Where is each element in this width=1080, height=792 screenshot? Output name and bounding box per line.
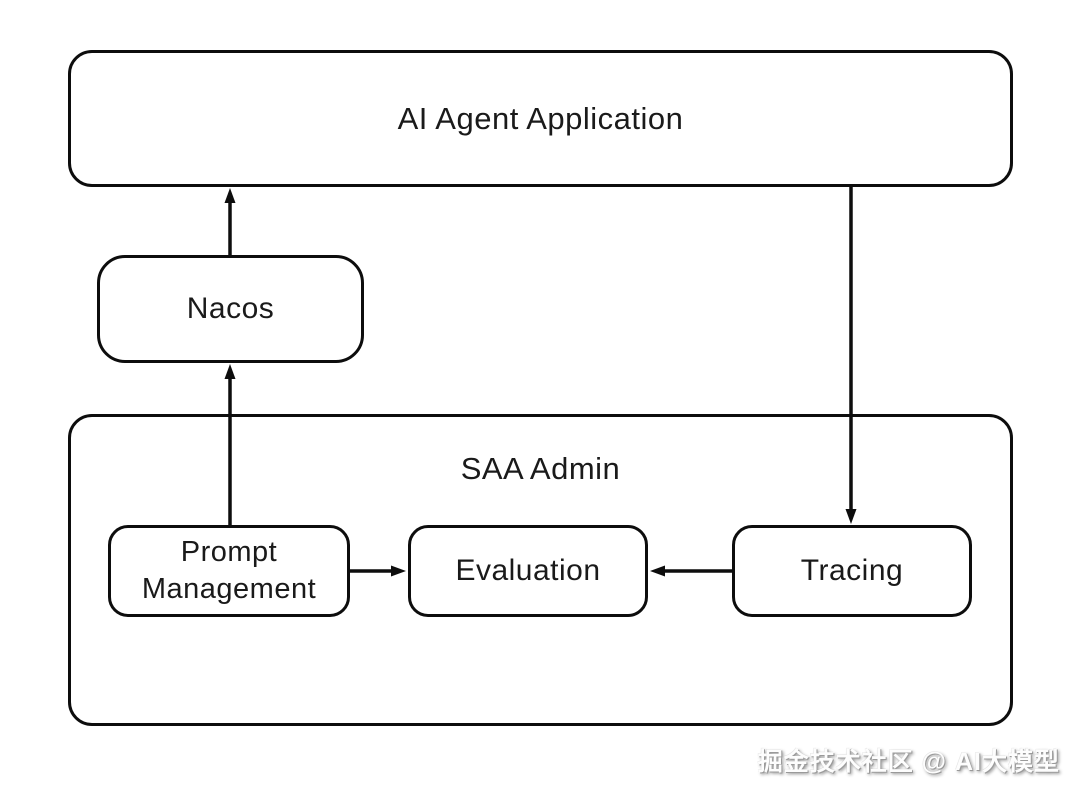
- node-label-ai-agent-application: AI Agent Application: [397, 100, 684, 136]
- node-ai-agent-application: AI Agent Application: [68, 50, 1013, 187]
- node-prompt-management: Prompt Management: [108, 525, 350, 617]
- arrowhead-prompt-to-nacos: [224, 364, 236, 379]
- node-label-prompt-management: Prompt Management: [141, 536, 317, 605]
- node-tracing: Tracing: [732, 525, 972, 617]
- node-evaluation: Evaluation: [408, 525, 648, 617]
- node-nacos: Nacos: [97, 255, 364, 363]
- node-label-nacos: Nacos: [186, 292, 275, 325]
- node-label-evaluation: Evaluation: [455, 554, 601, 587]
- watermark-text: 掘金技术社区 @ AI大模型: [757, 748, 1060, 776]
- arrowhead-nacos-to-ai_agent: [224, 188, 236, 203]
- node-label-saa-admin: SAA Admin: [460, 451, 621, 486]
- node-label-tracing: Tracing: [800, 554, 904, 587]
